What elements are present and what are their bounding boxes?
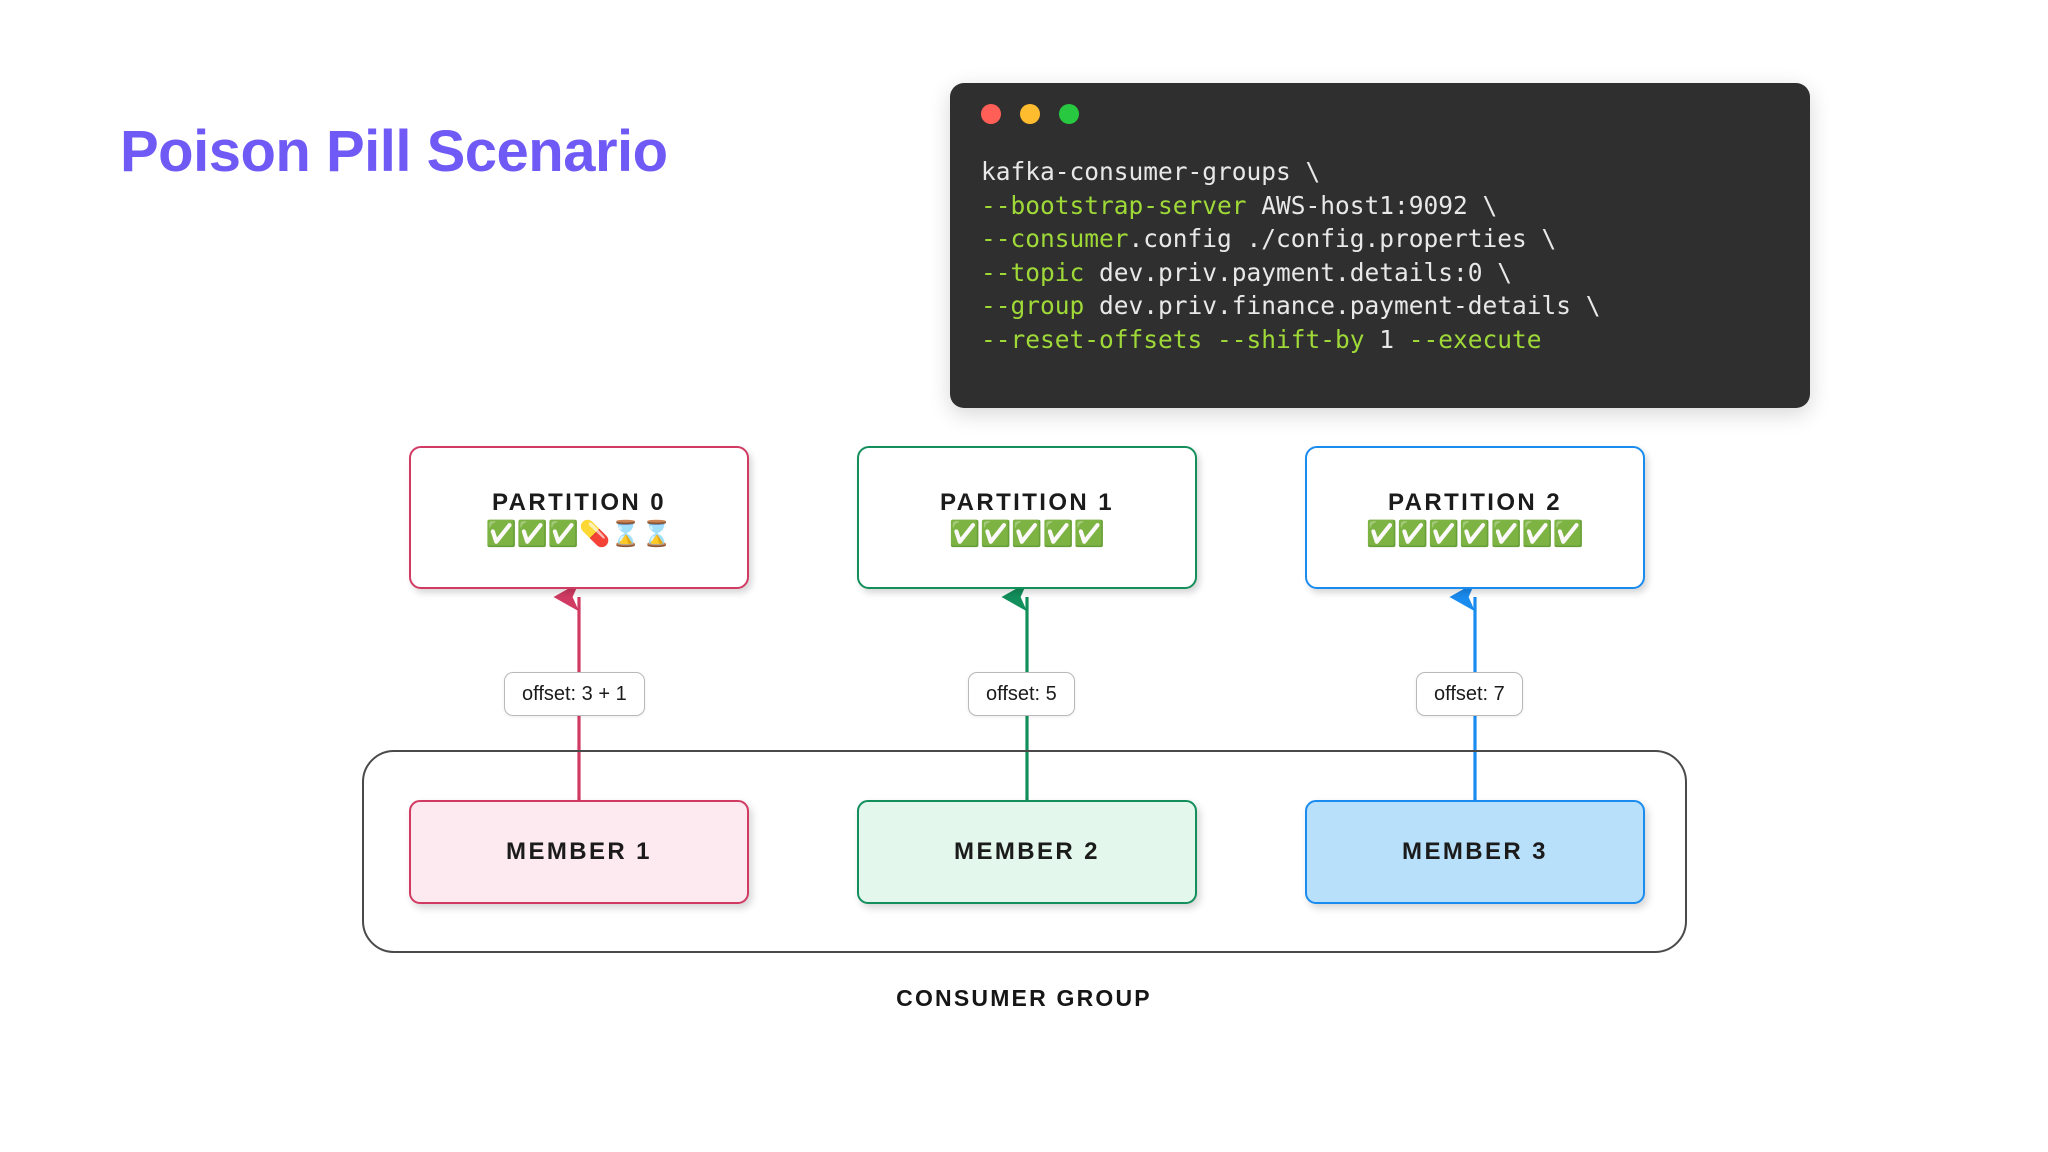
terminal-flag: --consumer	[981, 224, 1129, 253]
offset-label-partition1: offset: 5	[968, 672, 1075, 716]
terminal-flag: --topic	[981, 257, 1085, 287]
offset-label-partition2: offset: 7	[1416, 672, 1523, 716]
terminal-text: 1	[1364, 324, 1409, 354]
terminal-flag: --reset-offsets --shift-by	[981, 324, 1365, 354]
terminal-line-2: --consumer.config ./config.properties \	[981, 222, 1810, 256]
page-title: Poison Pill Scenario	[120, 119, 668, 184]
partition-box-2[interactable]: PARTITION 2 ✅✅✅✅✅✅✅	[1305, 446, 1645, 589]
terminal-text: AWS-host1:9092 \	[1246, 190, 1498, 220]
terminal-command-text: kafka-consumer-groups \ --bootstrap-serve…	[950, 145, 1810, 356]
partition-label: PARTITION 2	[1388, 489, 1562, 516]
minimize-icon[interactable]	[1020, 104, 1040, 124]
terminal-text: dev.priv.finance.payment-details \	[1084, 291, 1601, 320]
maximize-icon[interactable]	[1059, 104, 1079, 124]
terminal-flag: --execute	[1408, 324, 1542, 354]
partition-messages: ✅✅✅✅✅✅✅	[1366, 519, 1584, 548]
terminal-flag: --group	[981, 291, 1085, 320]
member-label: MEMBER 1	[506, 838, 652, 865]
partition-label: PARTITION 1	[940, 489, 1114, 516]
terminal-flag: --bootstrap-server	[981, 190, 1247, 220]
partition-label: PARTITION 0	[492, 489, 666, 516]
terminal-text: dev.priv.payment.details:0 \	[1084, 257, 1513, 287]
terminal-line-1: --bootstrap-server AWS-host1:9092 \	[981, 189, 1810, 223]
partition-box-0[interactable]: PARTITION 0 ✅✅✅💊⌛⌛	[409, 446, 749, 589]
member-box-2[interactable]: MEMBER 2	[857, 800, 1197, 904]
terminal-text: kafka-consumer-groups \	[981, 157, 1321, 186]
terminal-titlebar	[950, 83, 1810, 145]
terminal-window: kafka-consumer-groups \ --bootstrap-serve…	[950, 83, 1810, 408]
terminal-line-5: --reset-offsets --shift-by 1 --execute	[981, 323, 1810, 357]
member-label: MEMBER 3	[1402, 838, 1548, 865]
member-box-1[interactable]: MEMBER 1	[409, 800, 749, 904]
terminal-line-4: --group dev.priv.finance.payment-details…	[981, 289, 1810, 323]
member-label: MEMBER 2	[954, 838, 1100, 865]
terminal-line-3: --topic dev.priv.payment.details:0 \	[981, 256, 1810, 290]
partition-messages: ✅✅✅✅✅	[949, 519, 1105, 548]
terminal-text: .config ./config.properties \	[1128, 224, 1557, 253]
partition-box-1[interactable]: PARTITION 1 ✅✅✅✅✅	[857, 446, 1197, 589]
consumer-group-caption: CONSUMER GROUP	[896, 985, 1152, 1011]
close-icon[interactable]	[981, 104, 1001, 124]
partition-messages: ✅✅✅💊⌛⌛	[485, 519, 673, 548]
terminal-line-0: kafka-consumer-groups \	[981, 155, 1810, 189]
member-box-3[interactable]: MEMBER 3	[1305, 800, 1645, 904]
consumer-group-container	[362, 750, 1687, 953]
offset-label-partition0: offset: 3 + 1	[504, 672, 645, 716]
